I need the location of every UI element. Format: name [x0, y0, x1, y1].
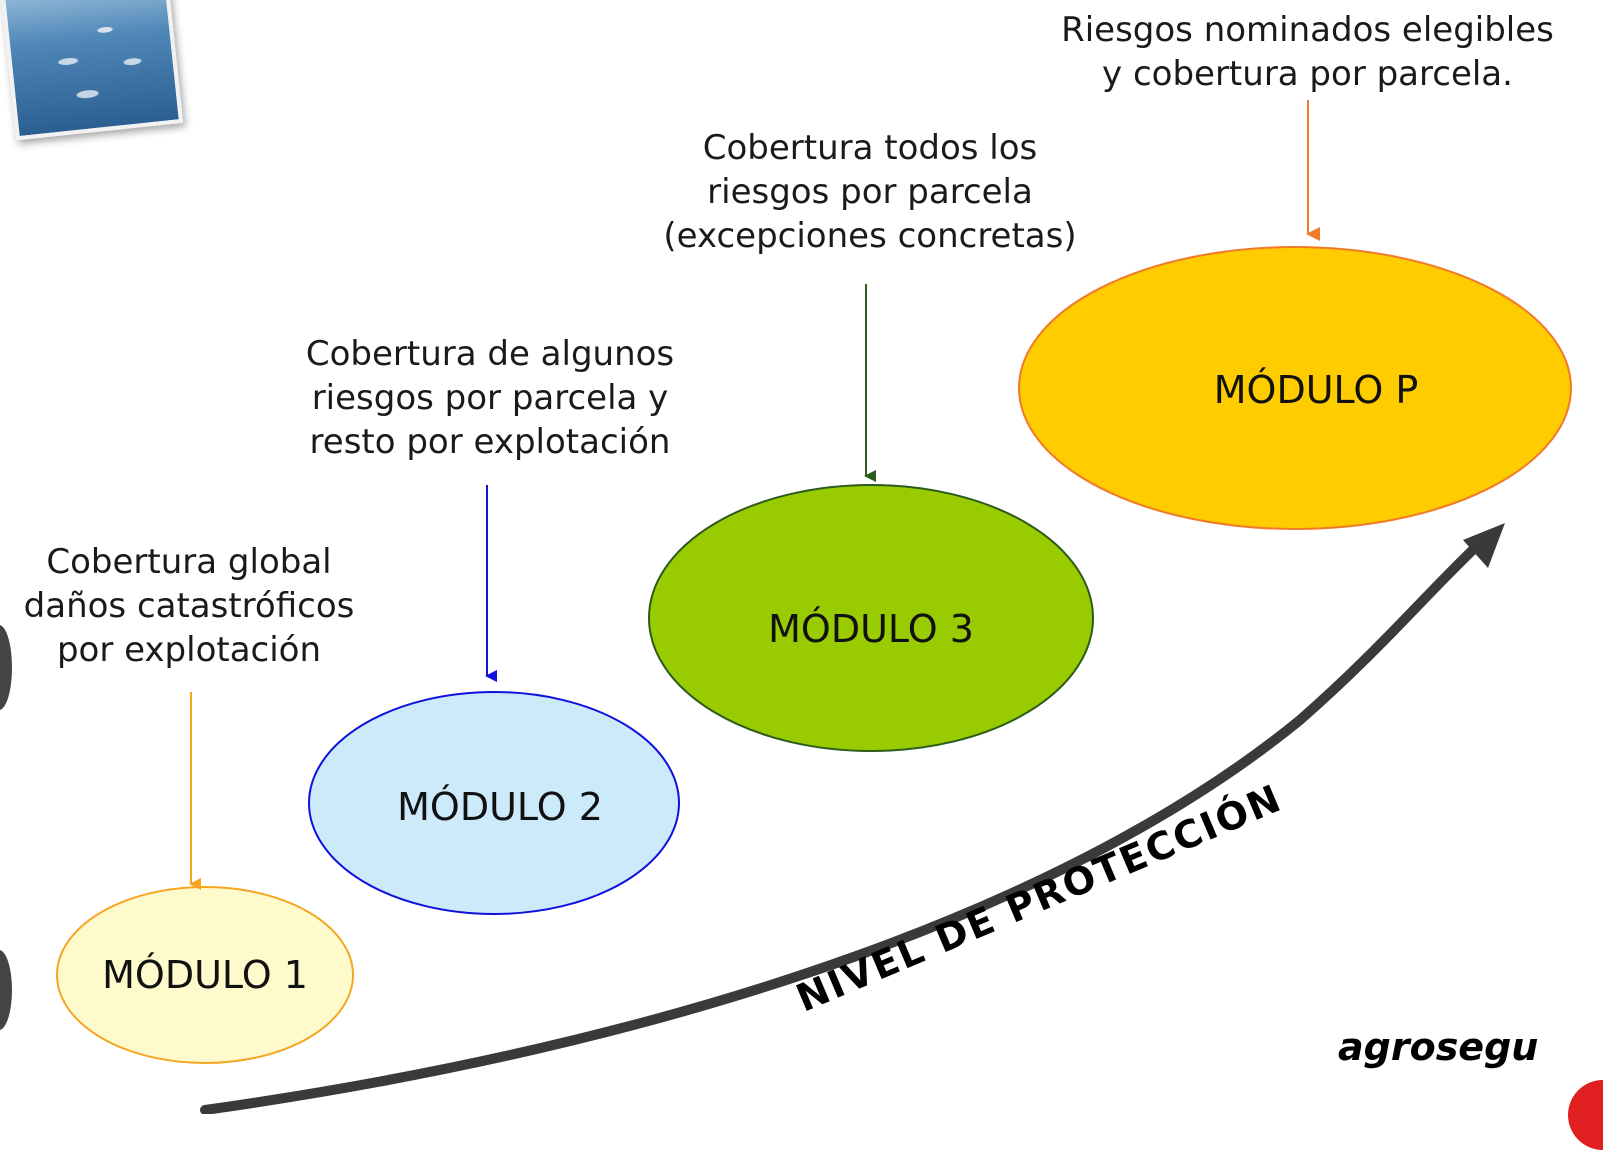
modulo-p-label: MÓDULO P	[1213, 368, 1419, 412]
protection-curve-arrowhead	[1463, 523, 1505, 568]
modulo-2-description: Cobertura de algunos riesgos por parcela…	[270, 332, 710, 464]
modulo-1-description: Cobertura global daños catastróficos por…	[0, 540, 378, 672]
description-line: Cobertura todos los	[702, 128, 1038, 168]
modulo-3-description: Cobertura todos los riesgos por parcela …	[630, 126, 1110, 258]
brand-logo: agrosegu	[1338, 1025, 1539, 1069]
description-line: resto por explotación	[309, 422, 671, 462]
modulo-1-label: MÓDULO 1	[102, 953, 308, 997]
protection-diagram	[56, 100, 1572, 1114]
modulo-1-ellipse	[56, 886, 354, 1064]
modulo-p-ellipse	[1018, 246, 1572, 530]
modulo-3-ellipse	[648, 484, 1094, 752]
modulo-2-ellipse	[308, 691, 680, 915]
description-line: riesgos por parcela y	[311, 378, 669, 418]
edge-decoration	[0, 950, 12, 1030]
description-line: daños catastróficos	[23, 586, 355, 626]
description-line: Cobertura de algunos	[305, 334, 675, 374]
description-line: y cobertura por parcela.	[1102, 54, 1513, 94]
description-line: riesgos por parcela	[707, 172, 1033, 212]
modulo-2-label: MÓDULO 2	[397, 785, 603, 829]
protection-curve	[200, 540, 1483, 1114]
description-line: (excepciones concretas)	[663, 216, 1077, 256]
description-line: Cobertura global	[46, 542, 332, 582]
modulo-3-label: MÓDULO 3	[768, 607, 974, 651]
description-line: Riesgos nominados elegibles	[1061, 10, 1554, 50]
edge-decoration	[0, 625, 12, 710]
modulo-p-description: Riesgos nominados elegibles y cobertura …	[1020, 8, 1595, 96]
description-line: por explotación	[56, 630, 322, 670]
